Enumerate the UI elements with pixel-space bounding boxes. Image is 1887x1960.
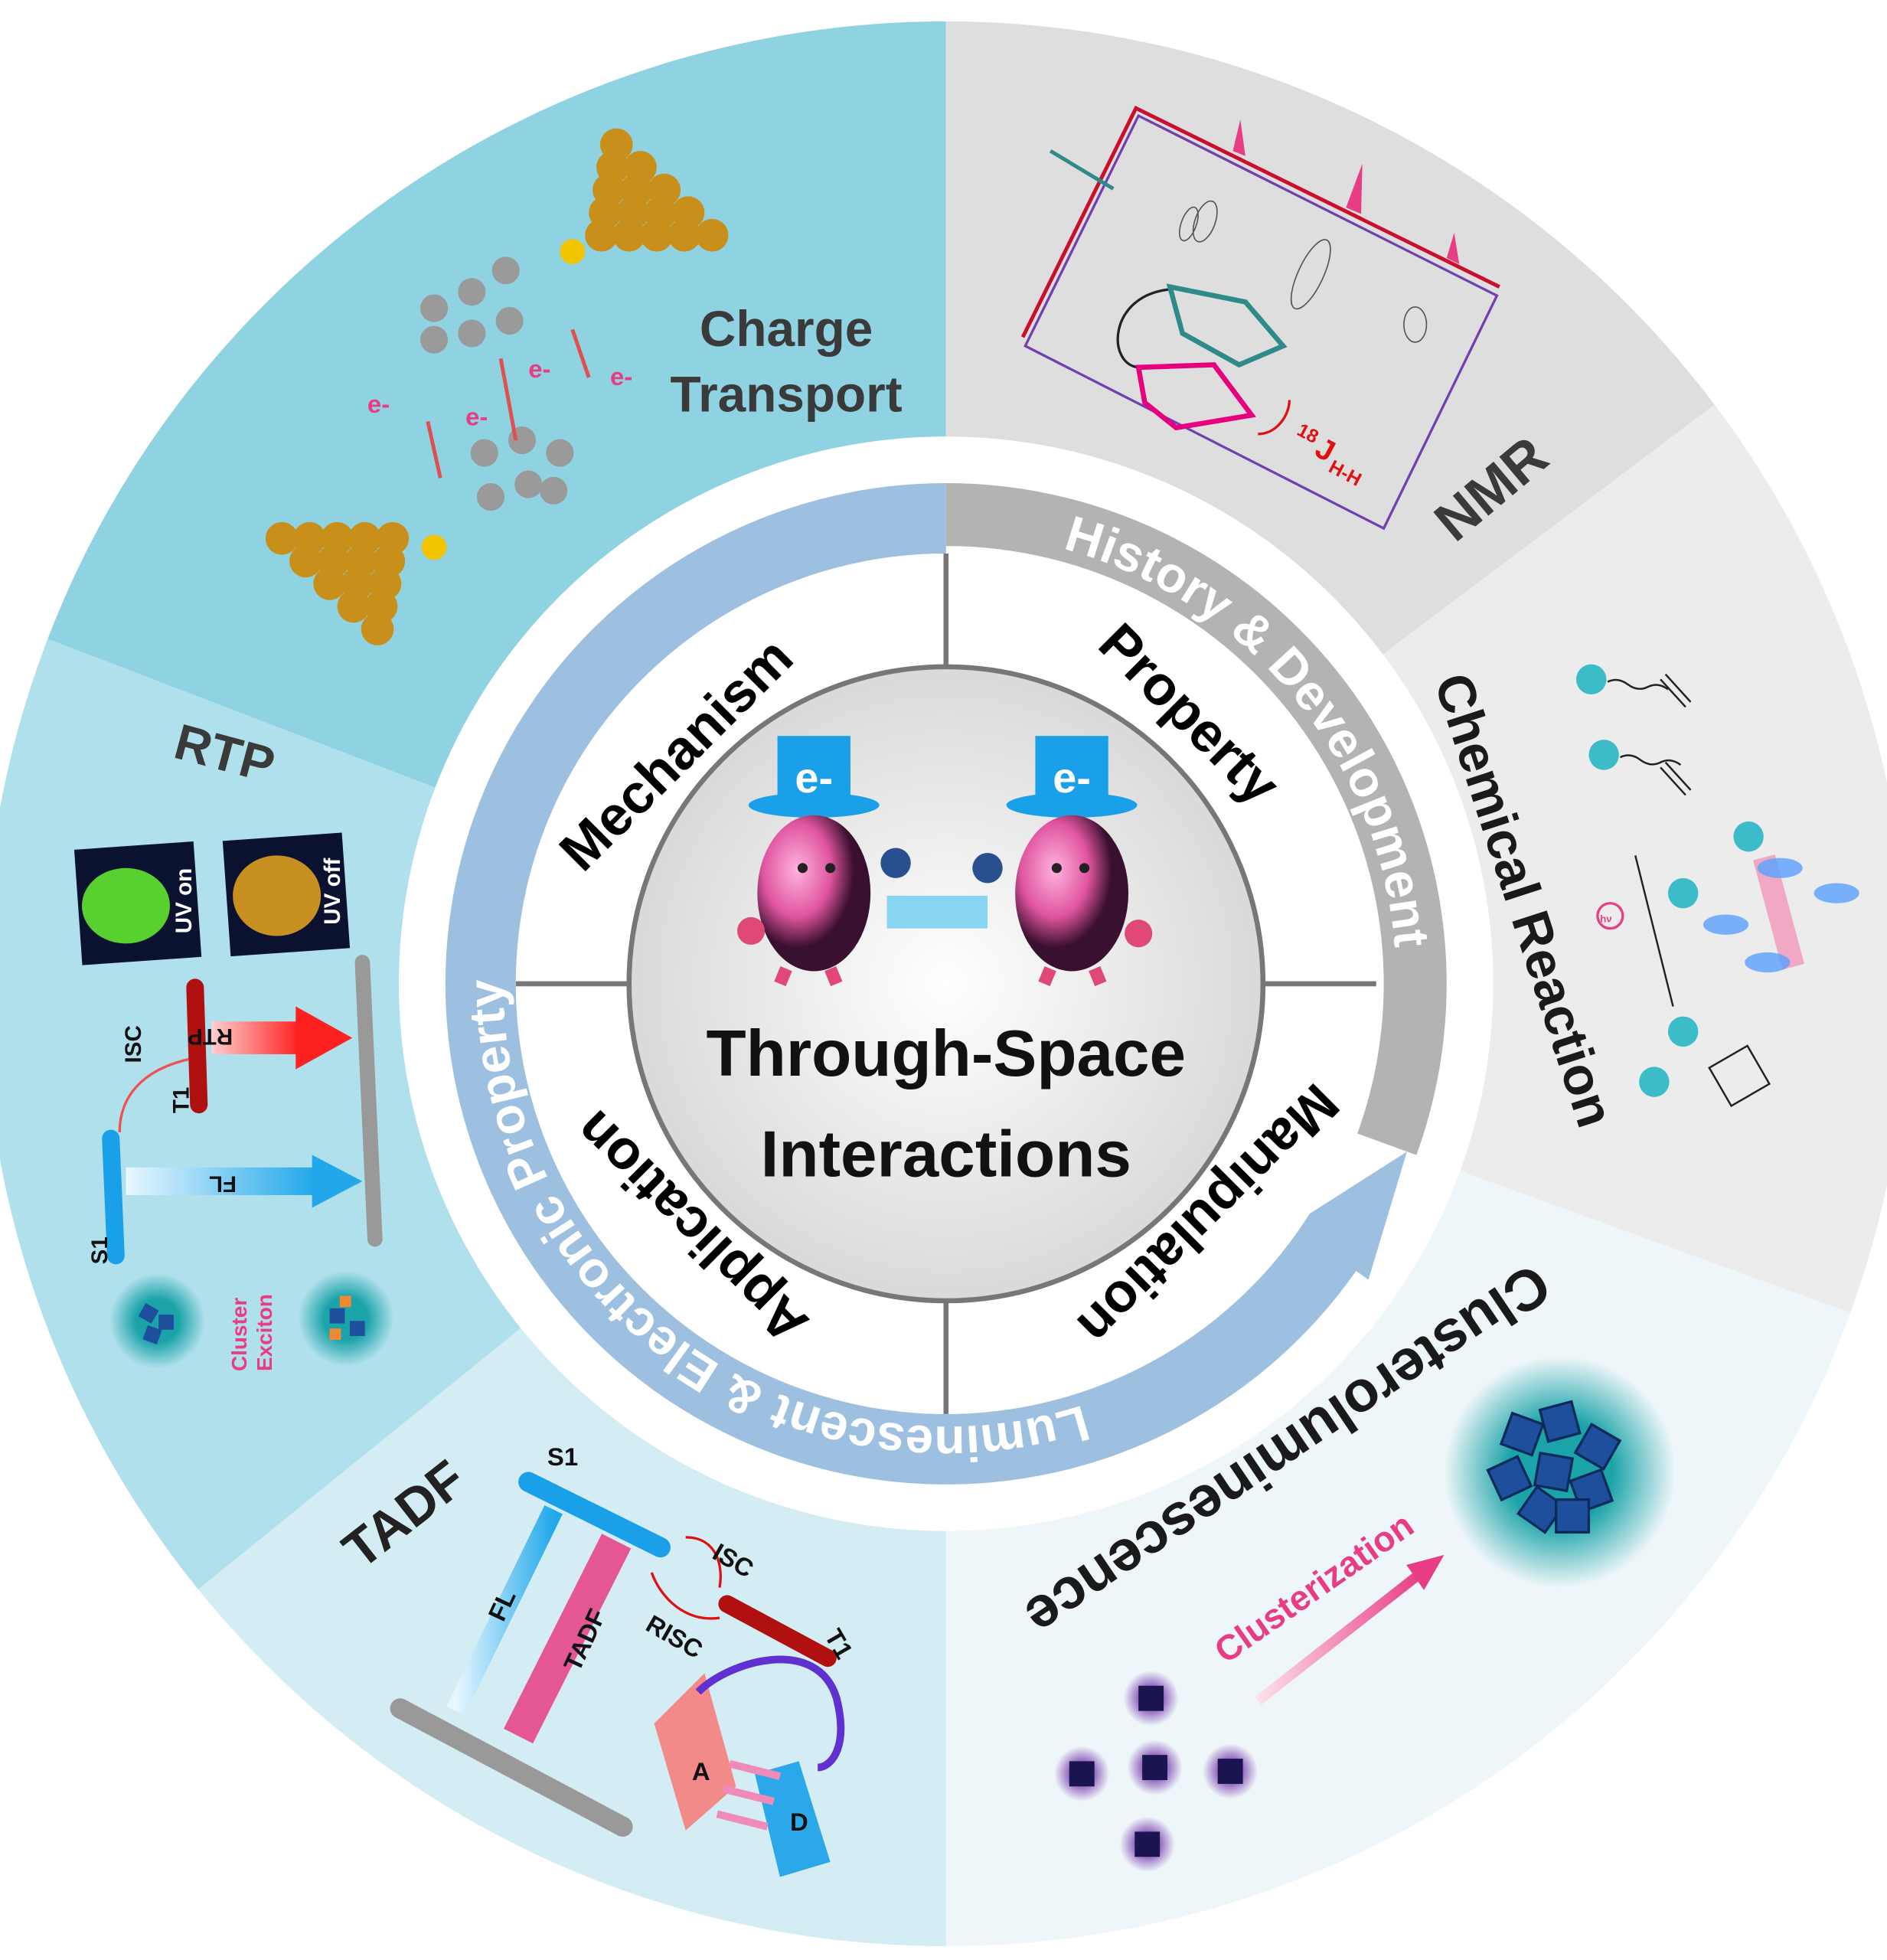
nmr-spectrum-illustration [1020,106,1500,531]
svg-text:RTP: RTP [188,1024,233,1049]
cluster-cube [1533,1451,1575,1493]
isolated-cube [1217,1759,1243,1784]
isolated-cube [1069,1761,1095,1787]
svg-text:S1: S1 [547,1442,578,1471]
cluster-cube [1555,1498,1591,1534]
svg-text:e-: e- [610,362,632,390]
molecule-atoms [420,256,574,511]
arc-arrowhead [1291,1152,1407,1280]
svg-text:S1: S1 [87,1236,113,1264]
history-development-arc [945,482,1447,1155]
cluster-cube [1538,1400,1582,1443]
gold-electrode-top [585,128,729,252]
uv-off-label: UV off [320,858,345,925]
electron-mascot-right: e- [972,736,1153,987]
cluster-cube [1486,1455,1533,1502]
charge-transport-title-2: Transport [671,366,903,422]
uv-on-label: UV on [171,868,197,933]
center-title-line2: Interactions [761,1118,1131,1191]
chemical-reaction-illustration [1575,664,1859,1108]
svg-text:FL: FL [209,1171,237,1196]
svg-text:e-: e- [1053,753,1091,802]
electron-transfer-arrows [426,328,591,479]
light-label: hν [1600,913,1611,924]
svg-text:Cluster: Cluster [227,1298,251,1371]
quadrant-dividers [515,553,1376,1414]
electron-mascot-left: e- [737,736,988,987]
isolated-cube [1134,1831,1161,1857]
tadf-diagram [390,1472,845,1877]
cluster-cube [1573,1423,1622,1472]
svg-text:A: A [692,1757,710,1785]
center-title-line1: Through-Space [707,1018,1187,1090]
isolated-cube [1142,1755,1167,1781]
light-bulb-icon [1596,902,1624,930]
svg-text:e-: e- [528,354,550,383]
svg-text:e-: e- [795,753,833,802]
rtp-jablonski-diagram [102,955,394,1369]
cluster-cube [1499,1411,1545,1457]
svg-text:T1: T1 [169,1087,194,1114]
svg-text:D: D [790,1808,808,1836]
charge-transport-title-1: Charge [700,301,873,357]
svg-text:Exciton: Exciton [253,1294,276,1371]
svg-text:e-: e- [367,390,390,418]
cluster-cube [1516,1485,1566,1534]
svg-text:ISC: ISC [121,1025,146,1063]
charge-transport-illustration [265,128,729,645]
svg-text:e-: e- [465,402,488,430]
rtp-photos [73,832,351,965]
cluster-exciton-label: Cluster Exciton [227,1294,276,1371]
electron-labels: e- e- e- e- [367,354,632,430]
rtp-labels: ISC T1 S1 RTP FL [87,1024,237,1264]
gold-electrode-bottom [265,521,410,645]
center-disc [626,664,1266,1304]
cluster-illustration [1054,1356,1676,1872]
isolated-cube [1138,1685,1164,1711]
